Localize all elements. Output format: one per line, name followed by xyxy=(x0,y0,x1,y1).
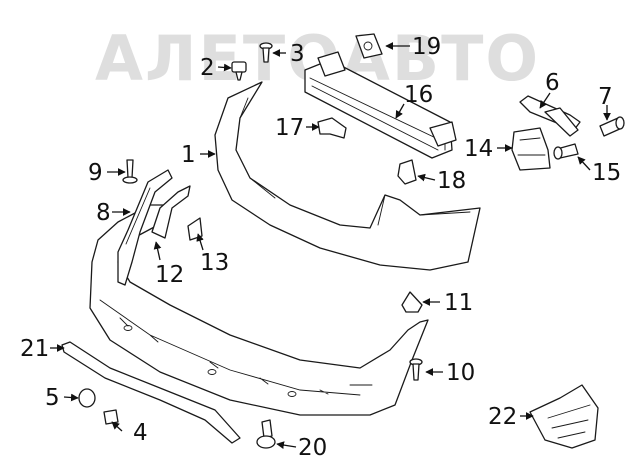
part-18-bracket xyxy=(397,159,417,185)
callout-21: 21 xyxy=(20,336,49,362)
callout-4: 4 xyxy=(133,420,148,446)
part-16-reinforcement-beam xyxy=(304,51,457,159)
callout-13: 13 xyxy=(200,250,229,276)
callout-7: 7 xyxy=(598,84,613,110)
part-4-clip xyxy=(103,409,119,425)
callout-9: 9 xyxy=(88,160,103,186)
callout-20: 20 xyxy=(298,435,327,461)
part-13-pad xyxy=(187,217,203,241)
callout-8: 8 xyxy=(96,200,111,226)
part-8-side-bracket xyxy=(117,169,173,286)
callout-5: 5 xyxy=(45,385,60,411)
callout-labels: 1 2 3 4 5 6 7 8 9 10 11 12 13 14 15 16 1… xyxy=(20,34,621,461)
callout-15: 15 xyxy=(592,160,621,186)
part-5-plug xyxy=(78,388,96,408)
part-10-screw xyxy=(409,358,423,381)
callout-16: 16 xyxy=(404,82,433,108)
part-11-clip xyxy=(401,291,423,313)
callout-19: 19 xyxy=(412,34,441,60)
part-14-mount-bracket xyxy=(511,127,551,171)
part-7-bolt xyxy=(599,116,625,137)
callout-6: 6 xyxy=(545,70,560,96)
callout-17: 17 xyxy=(275,115,304,141)
callout-22: 22 xyxy=(488,404,517,430)
part-3-screw xyxy=(259,42,273,63)
part-15-bolt xyxy=(553,143,579,160)
callout-10: 10 xyxy=(446,360,475,386)
callout-12: 12 xyxy=(155,262,184,288)
part-2-clip xyxy=(231,61,247,81)
callout-3: 3 xyxy=(290,41,305,67)
part-1-upper-bumper-cover xyxy=(214,81,481,271)
callout-2: 2 xyxy=(200,55,215,81)
callout-1: 1 xyxy=(181,142,196,168)
part-20-sensor xyxy=(256,419,276,449)
callout-14: 14 xyxy=(464,136,493,162)
part-19-gasket xyxy=(355,33,383,59)
part-21-trim-strip xyxy=(61,341,241,444)
part-12-inner-bracket xyxy=(151,185,191,239)
part-22-corner-bracket xyxy=(529,384,599,449)
part-9-screw xyxy=(122,159,138,184)
part-17-clip xyxy=(317,117,347,139)
callout-11: 11 xyxy=(444,290,473,316)
leader-arrows xyxy=(50,42,611,449)
part-6-stay xyxy=(519,95,581,137)
callout-18: 18 xyxy=(437,168,466,194)
